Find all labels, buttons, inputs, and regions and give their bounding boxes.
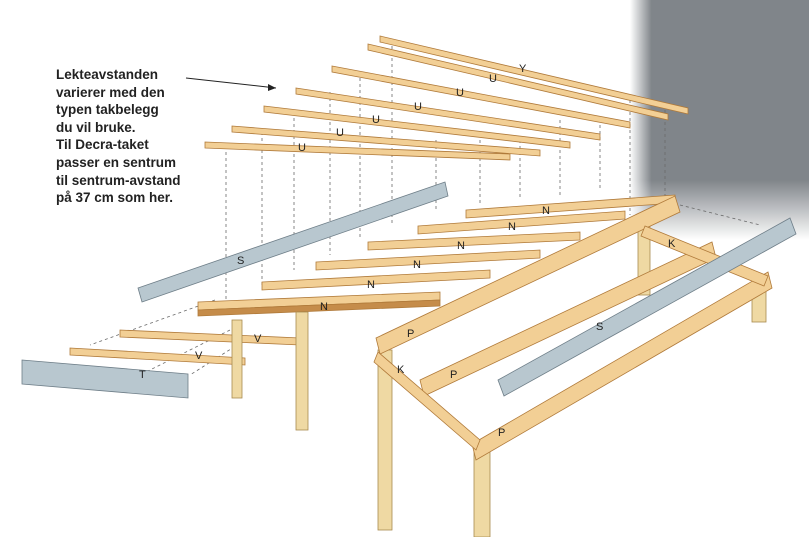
label-v-2: V [195,350,203,362]
batten-u-4 [263,105,571,149]
label-k-2: K [397,364,405,376]
batten-y [379,35,689,115]
pointer-arrow [185,77,277,89]
batten-u-6 [204,141,511,161]
beam-p-1 [375,195,681,355]
label-n-1: N [542,205,550,217]
batten-u-1 [367,43,669,121]
counter-batten-n-3 [367,231,581,251]
note-line-6: passer en sentrum [56,154,177,170]
label-p-3: P [498,427,505,439]
label-u-1: U [489,73,497,85]
label-u-4: U [372,114,380,126]
note-line-4: du vil bruke. [56,119,136,135]
battens-group [204,35,689,161]
counter-batten-n-2 [417,210,626,235]
metal-flashing-s-right [497,217,797,397]
label-y: Y [519,63,527,75]
metal-flashing-t [21,359,189,399]
rafter-v-1 [119,329,301,346]
label-t: T [139,369,146,381]
label-u-2: U [456,87,464,99]
note-line-7: til sentrum-avstand [56,172,181,188]
label-n-4: N [413,259,421,271]
label-u-5: U [336,127,344,139]
label-n-3: N [457,240,465,252]
counter-batten-n-5 [261,269,491,291]
batten-u-3 [295,87,601,141]
batten-u-2 [331,65,631,129]
post-left-2 [295,311,309,431]
label-u-6: U [298,142,306,154]
part-labels: Y U U U U U U N N N N N N S V V T K K P … [139,63,676,439]
label-p-1: P [407,328,414,340]
label-n-2: N [508,221,516,233]
label-s-right: S [596,321,603,333]
label-u-3: U [414,101,422,113]
batten-spacing-note: Lekteavstanden varierer med den typen ta… [56,66,216,207]
counter-batten-n-4 [315,249,541,271]
rafter-v-2 [69,347,246,366]
metal-flashing-s-left [137,181,449,303]
counter-battens-group [197,194,676,317]
note-line-5: Til Decra-taket [56,137,149,153]
note-line-3: typen takbelegg [56,102,159,118]
post-front-1 [377,349,393,531]
beam-k-1 [373,351,481,451]
label-n-6: N [320,301,328,313]
label-v-1: V [254,333,262,345]
label-s-left: S [237,255,244,267]
note-line-8: på 37 cm som her. [56,190,174,206]
label-p-2: P [450,369,457,381]
beam-p-3 [471,271,773,461]
label-k-1: K [668,238,676,250]
arrow-head-icon [268,84,276,91]
label-n-5: N [367,279,375,291]
post-left-1 [231,319,243,399]
batten-u-5 [231,125,541,157]
note-line-2: varierer med den [56,84,165,100]
note-line-1: Lekteavstanden [56,67,159,82]
